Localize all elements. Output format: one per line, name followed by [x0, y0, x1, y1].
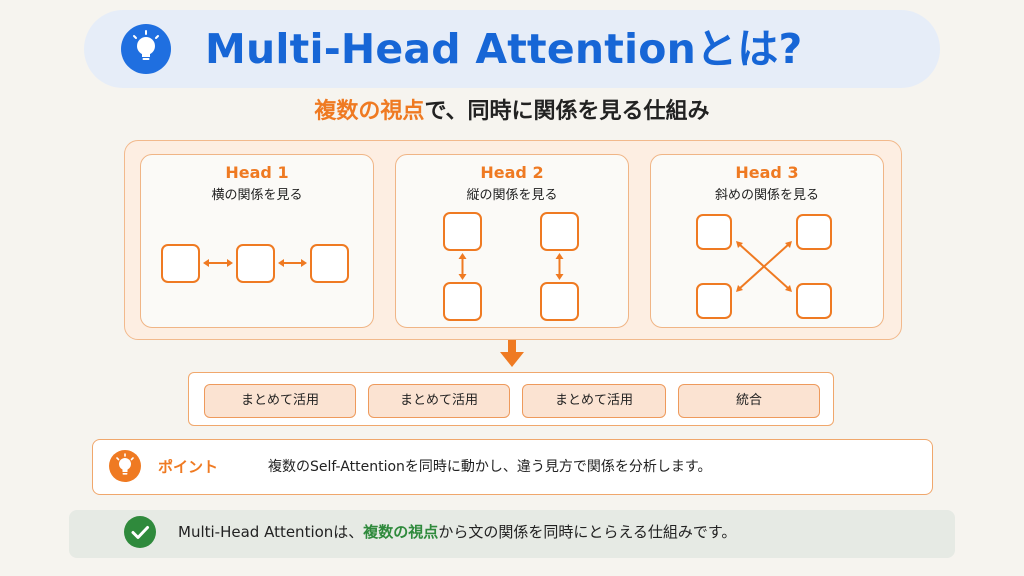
diagonal-relation-diagram — [696, 214, 832, 319]
usage-box-3: まとめて活用 — [522, 384, 666, 418]
head-description: 縦の関係を見る — [466, 188, 558, 203]
summary-prefix: Multi-Head Attentionは、 — [178, 523, 364, 541]
summary-suffix: から文の関係を同時にとらえる仕組みです。 — [438, 523, 737, 541]
down-arrow-icon — [500, 340, 524, 367]
summary-bar — [69, 510, 955, 558]
usage-box-1: まとめて活用 — [204, 384, 356, 418]
head-title: Head 2 — [480, 163, 544, 182]
head-card-3: Head 3 斜めの関係を見る — [650, 154, 884, 328]
subtitle: 複数の視点で、同時に関係を見る仕組み — [0, 94, 1024, 130]
usage-box-2: まとめて活用 — [368, 384, 510, 418]
head-card-2: Head 2 縦の関係を見る — [395, 154, 629, 328]
summary-text: Multi-Head Attentionは、複数の視点から文の関係を同時にとらえ… — [178, 521, 736, 543]
horizontal-relation-diagram — [161, 244, 349, 283]
subtitle-rest: で、同時に関係を見る仕組み — [424, 99, 710, 124]
lightbulb-icon — [121, 24, 171, 74]
summary-accent: 複数の視点 — [363, 523, 439, 541]
check-icon — [124, 516, 156, 548]
vertical-relation-diagram — [443, 212, 579, 321]
page-title: Multi-Head Attentionとは? — [205, 25, 803, 73]
integrate-box: 統合 — [678, 384, 820, 418]
head-description: 横の関係を見る — [211, 188, 303, 203]
head-card-1: Head 1 横の関係を見る — [140, 154, 374, 328]
head-title: Head 3 — [735, 163, 799, 182]
head-title: Head 1 — [225, 163, 289, 182]
point-label: ポイント — [158, 458, 219, 476]
title-banner — [84, 10, 940, 88]
subtitle-accent: 複数の視点 — [314, 99, 425, 124]
point-text: 複数のSelf-Attentionを同時に動かし、違う見方で関係を分析します。 — [268, 459, 712, 475]
head-description: 斜めの関係を見る — [714, 188, 819, 203]
point-callout — [92, 439, 933, 495]
lightbulb-icon — [109, 450, 141, 482]
